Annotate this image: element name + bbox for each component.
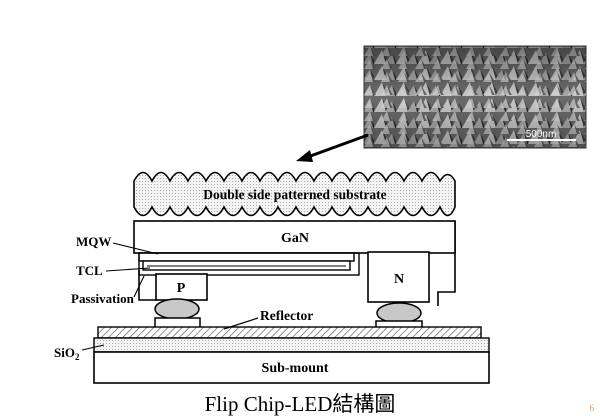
- sio2-main: SiO: [54, 345, 75, 360]
- sem-image: 500nm: [363, 45, 587, 149]
- reflector-layer: [97, 326, 482, 339]
- n-contact: [367, 251, 430, 303]
- passivation-layer: [138, 252, 360, 276]
- p-contact: [155, 273, 208, 301]
- figure-caption: Flip Chip-LED結構圖: [204, 392, 396, 416]
- submount-label: Sub-mount: [262, 361, 329, 376]
- scale-bar-label: 500nm: [526, 129, 557, 140]
- mesa-stack: [138, 252, 360, 276]
- pointer-arrow: [296, 133, 369, 162]
- submount: [93, 351, 490, 384]
- sio2-subscript: 2: [75, 352, 80, 362]
- n-bump: [376, 302, 422, 324]
- p-bump: [154, 298, 200, 320]
- layer-labels: MQW TCL Passivation SiO2: [54, 234, 159, 362]
- page-number: 6: [589, 403, 595, 413]
- sio2-layer: [93, 337, 490, 353]
- n-contact-label: N: [394, 272, 404, 287]
- sio2-label: SiO2: [54, 345, 80, 362]
- mqw-label: MQW: [76, 234, 111, 249]
- reflector-leader: [223, 317, 259, 330]
- contact-frame: [138, 221, 456, 306]
- tcl-label: TCL: [76, 263, 103, 278]
- passivation-label: Passivation: [71, 291, 135, 306]
- reflector-label: Reflector: [260, 308, 313, 323]
- mqw-layer: [138, 252, 355, 262]
- gan-label: GaN: [281, 231, 309, 246]
- patterned-substrate: [133, 171, 456, 217]
- substrate-label: Double side patterned substrate: [203, 187, 386, 202]
- p-contact-label: P: [177, 281, 186, 296]
